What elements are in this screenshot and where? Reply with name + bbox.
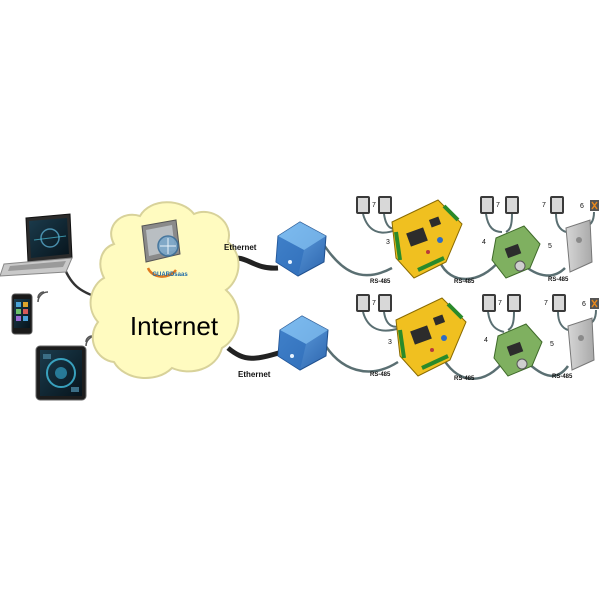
controller-board-icon <box>395 297 467 377</box>
door-lock-icon <box>590 298 599 309</box>
reader-marker-label: 3 <box>388 339 392 346</box>
card-reader-icon <box>356 196 370 214</box>
rs485-label: RS-485 <box>454 376 475 382</box>
rs485-label: RS-485 <box>552 374 573 380</box>
wifi-icon <box>37 291 49 303</box>
door-lock-icon <box>565 219 593 273</box>
card-reader-icon <box>378 294 392 312</box>
card-reader-icon <box>552 294 566 312</box>
reader-lead <box>505 213 513 233</box>
tablet-icon <box>35 345 87 401</box>
reader-lead <box>362 213 397 234</box>
reader-lead <box>555 213 567 233</box>
reader-lead <box>557 311 569 331</box>
reader-marker-label: 7 <box>544 300 548 307</box>
door-lock-icon <box>567 317 595 371</box>
card-reader-icon <box>482 294 496 312</box>
ethernet-converter-icon <box>277 315 329 371</box>
reader-marker-label: 7 <box>372 202 376 209</box>
controller-board-icon <box>493 323 543 377</box>
laptop-icon <box>0 213 73 277</box>
internet-label: Internet <box>130 311 219 341</box>
reader-marker-label: 7 <box>496 202 500 209</box>
card-reader-icon <box>378 196 392 214</box>
ethernet-converter-icon <box>275 221 327 277</box>
rs485-label: RS-485 <box>454 279 475 285</box>
reader-lead <box>362 311 401 332</box>
reader-marker-label: 7 <box>372 300 376 307</box>
server-icon <box>141 219 181 278</box>
card-reader-icon <box>550 196 564 214</box>
controller-board-icon <box>491 225 541 279</box>
reader-marker-label: 4 <box>484 337 488 344</box>
reader-marker-label: 7 <box>542 202 546 209</box>
internet-cloud <box>89 201 240 380</box>
controller-board-icon <box>391 199 463 279</box>
door-lock-icon <box>590 200 599 211</box>
rs485-label: RS-485 <box>370 372 391 378</box>
reader-marker-label: 6 <box>582 301 586 308</box>
ethernet-cable-bottom <box>226 346 283 361</box>
reader-lead <box>487 311 505 333</box>
server-logo-text: GUARDsaas <box>152 272 188 278</box>
ethernet-label-bottom: Ethernet <box>238 370 271 379</box>
rs485-label: RS-485 <box>370 279 391 285</box>
card-reader-icon <box>480 196 494 214</box>
card-reader-icon <box>505 196 519 214</box>
rs485-cable-top-2 <box>438 259 501 281</box>
rs485-cable-bottom-1 <box>320 339 399 373</box>
reader-marker-label: 3 <box>386 239 390 246</box>
reader-marker-label: 4 <box>482 239 486 246</box>
smartphone-icon <box>11 293 33 335</box>
rs485-label: RS-485 <box>548 277 569 283</box>
card-reader-icon <box>356 294 370 312</box>
card-reader-icon <box>507 294 521 312</box>
rs485-cable-bottom-2 <box>442 359 506 380</box>
ethernet-label-top: Ethernet <box>224 243 257 252</box>
reader-marker-label: 5 <box>548 243 552 250</box>
rs485-cable-top-1 <box>320 241 393 277</box>
reader-marker-label: 7 <box>498 300 502 307</box>
reader-marker-label: 6 <box>580 203 584 210</box>
reader-lead <box>485 213 503 233</box>
reader-marker-label: 5 <box>550 341 554 348</box>
reader-lead <box>507 311 515 331</box>
